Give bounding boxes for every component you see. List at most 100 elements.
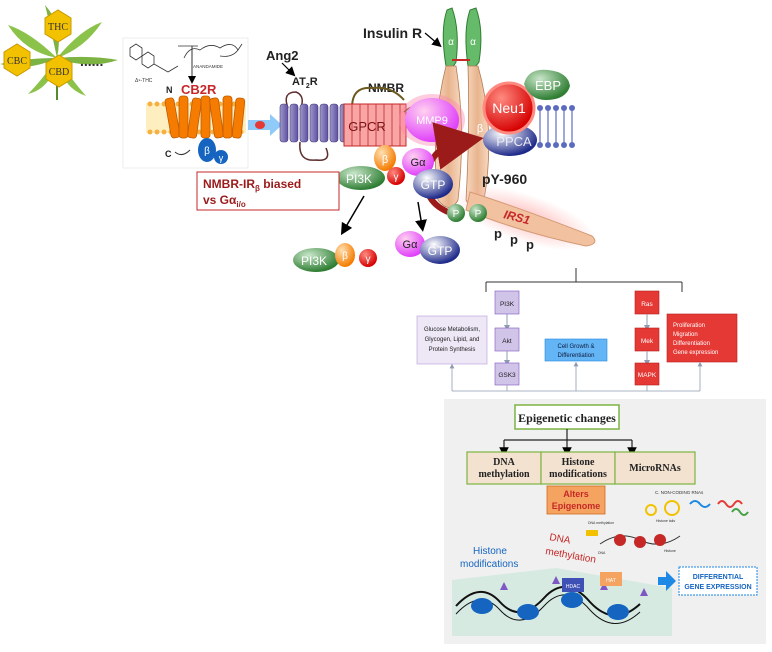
ras-chain: Ras Mek MAPK xyxy=(634,290,660,386)
irs1-label: IRS1 xyxy=(502,207,532,227)
proliferation-line3: Differentiation xyxy=(673,341,710,347)
glucose-line1: Glucose Metabolism, xyxy=(424,327,480,333)
gpcr-receptor: GPCR xyxy=(343,86,425,147)
hat-label: HAT xyxy=(606,578,616,584)
free-beta-label: β xyxy=(342,251,348,262)
thc-label: THC xyxy=(48,22,68,33)
chain-mek: Mek xyxy=(641,338,654,345)
epigenetic-panel: Epigenetic changes DNA methylation Histo… xyxy=(444,399,766,644)
beta-right-label: β xyxy=(477,123,483,135)
alpha-left-label: α xyxy=(448,37,454,48)
phospho-right-label: P xyxy=(475,209,482,220)
ellipsis-dots: ...... xyxy=(80,53,103,69)
ang2-label: Ang2 xyxy=(266,48,299,63)
biased-line1: NMBR-IRβ biased xyxy=(203,177,301,193)
arrow-to-galpha-free xyxy=(415,201,427,232)
cell-growth-line1: Cell Growth & xyxy=(557,344,594,350)
cb2r-beta-label: β xyxy=(204,146,210,157)
at2r-label: AT2R xyxy=(292,76,318,90)
free-gtp-label: GTP xyxy=(428,244,453,258)
cb2r-to-at2r-arrow xyxy=(248,114,282,136)
alters-line2: Epigenome xyxy=(552,501,601,511)
cb2r-gamma-subunit xyxy=(214,150,228,164)
phospho-right xyxy=(469,204,487,222)
gpcr-label: GPCR xyxy=(348,119,386,134)
cb2r-panel: Δ⁹-THC ANANDAMIDE N CB2R xyxy=(122,37,249,169)
p-small-2: p xyxy=(510,232,518,247)
histone-mod-line1: Histone xyxy=(562,457,595,468)
noncoding-rna-icons xyxy=(645,500,749,516)
elastin-receptor-complex: PPCA Neu1 EBP xyxy=(482,69,575,156)
biased-line2: vs Gαi/o xyxy=(203,193,246,209)
epigenetic-title: Epigenetic changes xyxy=(518,411,616,425)
p-small-3: p xyxy=(526,237,534,252)
free-galpha-gtp: Gα GTP xyxy=(395,231,460,264)
mmp9-protein: MMP9 xyxy=(399,94,465,146)
chain-akt: Akt xyxy=(502,338,512,345)
small-methylation-label: DNA methylation xyxy=(588,521,614,525)
pi3k-bound xyxy=(337,166,385,190)
proliferation-line1: Proliferation xyxy=(673,323,705,329)
small-histone-label: Histone xyxy=(664,549,676,553)
proliferation-line4: Gene expression xyxy=(673,350,718,356)
alpha-right-label: α xyxy=(470,37,476,48)
thc-structure xyxy=(129,43,179,73)
free-gamma-label: γ xyxy=(366,254,371,265)
chain-ras: Ras xyxy=(641,301,653,308)
p-small-1: p xyxy=(494,226,502,241)
irs1-protein: IRS1 xyxy=(453,185,597,251)
at2r-receptor xyxy=(279,91,349,161)
beta-subunit-orange xyxy=(374,145,396,171)
free-galpha-label: Gα xyxy=(403,239,419,251)
small-dna-label: DNA xyxy=(598,551,606,555)
pi3k-bound-label: PI3K xyxy=(346,172,372,186)
phospho-left xyxy=(447,204,465,222)
beta-subunit-label: β xyxy=(382,154,388,166)
mmp9-label: MMP9 xyxy=(416,115,448,127)
chain-mapk: MAPK xyxy=(638,372,657,379)
histone-blue-line2: modifications xyxy=(460,559,518,570)
thc-hexagon: THC xyxy=(44,9,72,43)
noncoding-label: C. NON-CODING RNAs xyxy=(655,490,704,495)
cell-growth-box: Cell Growth & Differentiation xyxy=(544,338,608,362)
ppca-label: PPCA xyxy=(496,134,532,149)
dna-methylation-line2: methylation xyxy=(478,469,530,480)
gtp-bound-label: GTP xyxy=(421,178,446,192)
dna-methylation-red-line1: DNA xyxy=(548,532,571,547)
glucose-line3: Protein Synthesis xyxy=(429,347,476,353)
histone-blue-line1: Histone xyxy=(473,546,507,557)
pathway-bracket xyxy=(485,268,683,292)
anandamide-structure xyxy=(183,43,243,59)
cbd-label: CBD xyxy=(49,67,70,78)
pi3k-chain: PI3K Akt GSK3 xyxy=(494,290,520,386)
alters-line1: Alters xyxy=(563,489,589,499)
gamma-subunit-label: γ xyxy=(394,172,399,183)
c-terminal-label: C xyxy=(165,149,172,159)
proliferation-box: Proliferation Migration Differentiation … xyxy=(666,313,738,363)
small-histone-tails-label: Histone tails xyxy=(656,519,675,523)
chromatin-illustration: HDAC HAT xyxy=(452,568,672,636)
free-pi3k-label: PI3K xyxy=(301,254,327,268)
cbd-hexagon: CBD xyxy=(45,54,73,88)
anandamide-label: ANANDAMIDE xyxy=(193,64,223,69)
pathway-feedback-lines xyxy=(449,361,703,392)
ppca-protein xyxy=(483,124,537,156)
chain-pi3k: PI3K xyxy=(500,301,515,308)
differential-line2: GENE EXPRESSION xyxy=(684,584,751,591)
py960-label: pY-960 xyxy=(482,171,527,187)
methylation-illustration: DNA methylation Histone tails Histone DN… xyxy=(586,519,681,555)
g-alpha-bound xyxy=(402,148,434,176)
cell-growth-line2: Differentiation xyxy=(558,353,595,359)
thc-structure-label: Δ⁹-THC xyxy=(135,78,153,84)
neu1-label: Neu1 xyxy=(492,100,526,116)
histone-mod-line2: modifications xyxy=(549,469,607,480)
cb2r-gamma-label: γ xyxy=(219,153,224,163)
phospho-left-label: P xyxy=(453,209,460,220)
differential-arrow xyxy=(658,571,676,591)
ebp-label: EBP xyxy=(535,78,561,93)
micrornas-label: MicroRNAs xyxy=(629,463,681,474)
cb2r-helices xyxy=(164,95,246,139)
glucose-metabolism-box: Glucose Metabolism, Glycogen, Lipid, and… xyxy=(416,315,488,365)
ebp-protein xyxy=(524,69,570,100)
dna-methylation-line1: DNA xyxy=(493,457,515,468)
